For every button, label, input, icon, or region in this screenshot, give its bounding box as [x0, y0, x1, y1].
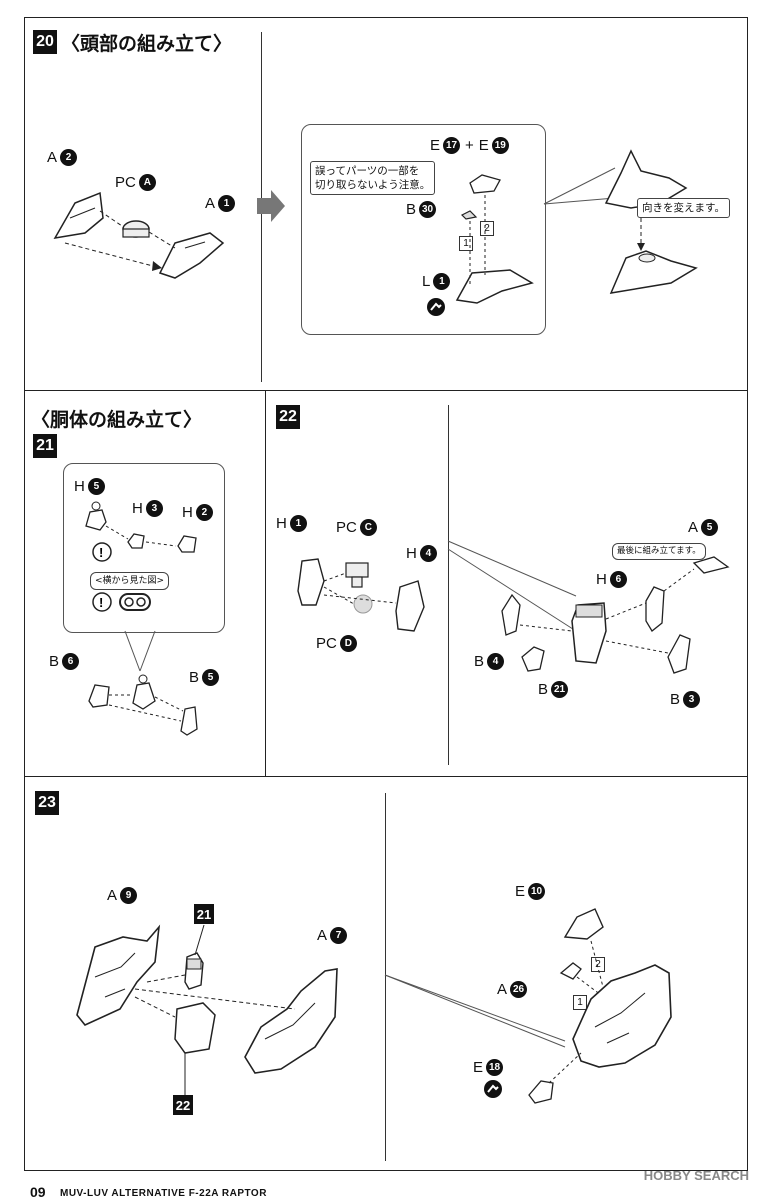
side-view-caption: <横から見た図> — [90, 572, 170, 591]
part-number: 2 — [60, 149, 78, 166]
torso-right-drawing — [501, 556, 730, 674]
part-number: 4 — [487, 653, 505, 670]
plus-sign: + — [465, 137, 474, 154]
part-number: 4 — [419, 545, 437, 562]
part-number: 1 — [289, 515, 307, 532]
part-number: 17 — [443, 137, 461, 154]
part-number: 5 — [87, 478, 105, 495]
step-number-box: 23 — [35, 791, 59, 815]
turn-note: 向きを変えます。 — [637, 198, 730, 219]
sequence-2: 2 — [480, 221, 494, 236]
part-number: A — [138, 174, 156, 191]
part-number: 7 — [330, 927, 348, 944]
part-number: 2 — [195, 504, 213, 521]
part-number: 5 — [202, 669, 220, 686]
step-number-box: 20 — [33, 30, 57, 54]
part-number: 1 — [433, 273, 451, 290]
step-number-box: 22 — [276, 405, 300, 429]
page-number: 09 — [30, 1184, 46, 1200]
watermark-logo: HOBBY SEARCH — [643, 1168, 749, 1183]
part-number: 21 — [551, 681, 569, 698]
parts-b-drawing — [88, 674, 198, 736]
product-title: MUV-LUV ALTERNATIVE F-22A RAPTOR — [60, 1188, 267, 1199]
parts-h-drawing: ! ! — [85, 501, 197, 612]
callout-pointer — [124, 630, 156, 672]
connector-lines — [543, 167, 616, 205]
torso-left-drawing — [297, 558, 425, 632]
part-number: 3 — [145, 500, 163, 517]
sanding-icon — [484, 1080, 502, 1098]
part-number: 26 — [510, 981, 528, 998]
connector-lines — [447, 540, 577, 632]
head-result-drawing — [604, 149, 698, 294]
step-ref-22: 22 — [173, 1095, 193, 1115]
sequence-2: 2 — [591, 957, 605, 972]
assemble-last-note: 最後に組み立てます。 — [612, 543, 706, 561]
part-number: 9 — [120, 887, 138, 904]
body-assembly-right-drawing — [384, 908, 672, 1104]
part-number: 5 — [701, 519, 719, 536]
divider-line — [385, 793, 386, 1161]
svg-text:!: ! — [99, 595, 103, 610]
sanding-icon — [427, 298, 445, 316]
sequence-1: 1 — [573, 995, 587, 1010]
part-number: 19 — [491, 137, 509, 154]
part-number: 6 — [609, 571, 627, 588]
part-number: 30 — [419, 201, 437, 218]
caution-note: 誤ってパーツの一部を 切り取らないよう注意。 — [310, 161, 436, 196]
divider-line — [448, 405, 449, 765]
part-number: D — [339, 635, 357, 652]
svg-text:!: ! — [99, 545, 103, 560]
part-number: 18 — [486, 1059, 504, 1076]
part-number: 1 — [218, 195, 236, 212]
head-parts-left-drawing — [53, 191, 225, 279]
step-number-box: 21 — [33, 434, 57, 458]
part-number: C — [359, 519, 377, 536]
section-title-head: 〈頭部の組み立て〉 — [61, 33, 233, 55]
part-number: 6 — [62, 653, 80, 670]
part-number: 10 — [528, 883, 546, 900]
head-inner-parts-drawing — [455, 174, 534, 304]
direction-arrow — [257, 190, 285, 222]
section-title-torso: 〈胴体の組み立て〉 — [31, 409, 203, 431]
part-number: 3 — [683, 691, 701, 708]
step-ref-21: 21 — [194, 904, 214, 924]
body-assembly-left-drawing — [76, 924, 338, 1095]
